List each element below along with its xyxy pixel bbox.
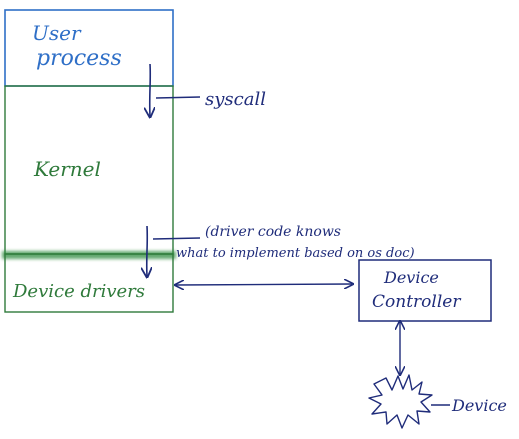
driver-note-line2: what to implement based on os doc) bbox=[176, 246, 415, 261]
user-process-label-line2: process bbox=[36, 46, 122, 71]
device-label: Device bbox=[451, 396, 507, 415]
device-controller-label-line1: Device bbox=[383, 268, 439, 287]
kernel-label: Kernel bbox=[33, 157, 101, 181]
device-drivers-border bbox=[4, 253, 174, 313]
device-controller-border bbox=[358, 259, 492, 322]
user-process-label-line1: User bbox=[32, 21, 82, 45]
syscall-arrow bbox=[150, 63, 151, 116]
driver-note-leader-line bbox=[152, 237, 201, 240]
user-process-box: User process bbox=[4, 9, 174, 87]
drivers-controller-arrow bbox=[176, 284, 352, 285]
driver-note-line1: (driver code knows bbox=[205, 224, 341, 240]
kernel-to-drivers-arrow bbox=[147, 225, 148, 276]
device-shape bbox=[368, 374, 433, 429]
device-controller-box: Device Controller bbox=[358, 259, 492, 322]
device-drivers-highlight bbox=[2, 251, 176, 259]
device-drivers-box: Device drivers bbox=[2, 251, 176, 313]
device-controller-label-line2: Controller bbox=[372, 292, 461, 312]
syscall-leader-line bbox=[155, 96, 201, 99]
syscall-label: syscall bbox=[205, 89, 266, 110]
device-drivers-label: Device drivers bbox=[12, 281, 145, 302]
